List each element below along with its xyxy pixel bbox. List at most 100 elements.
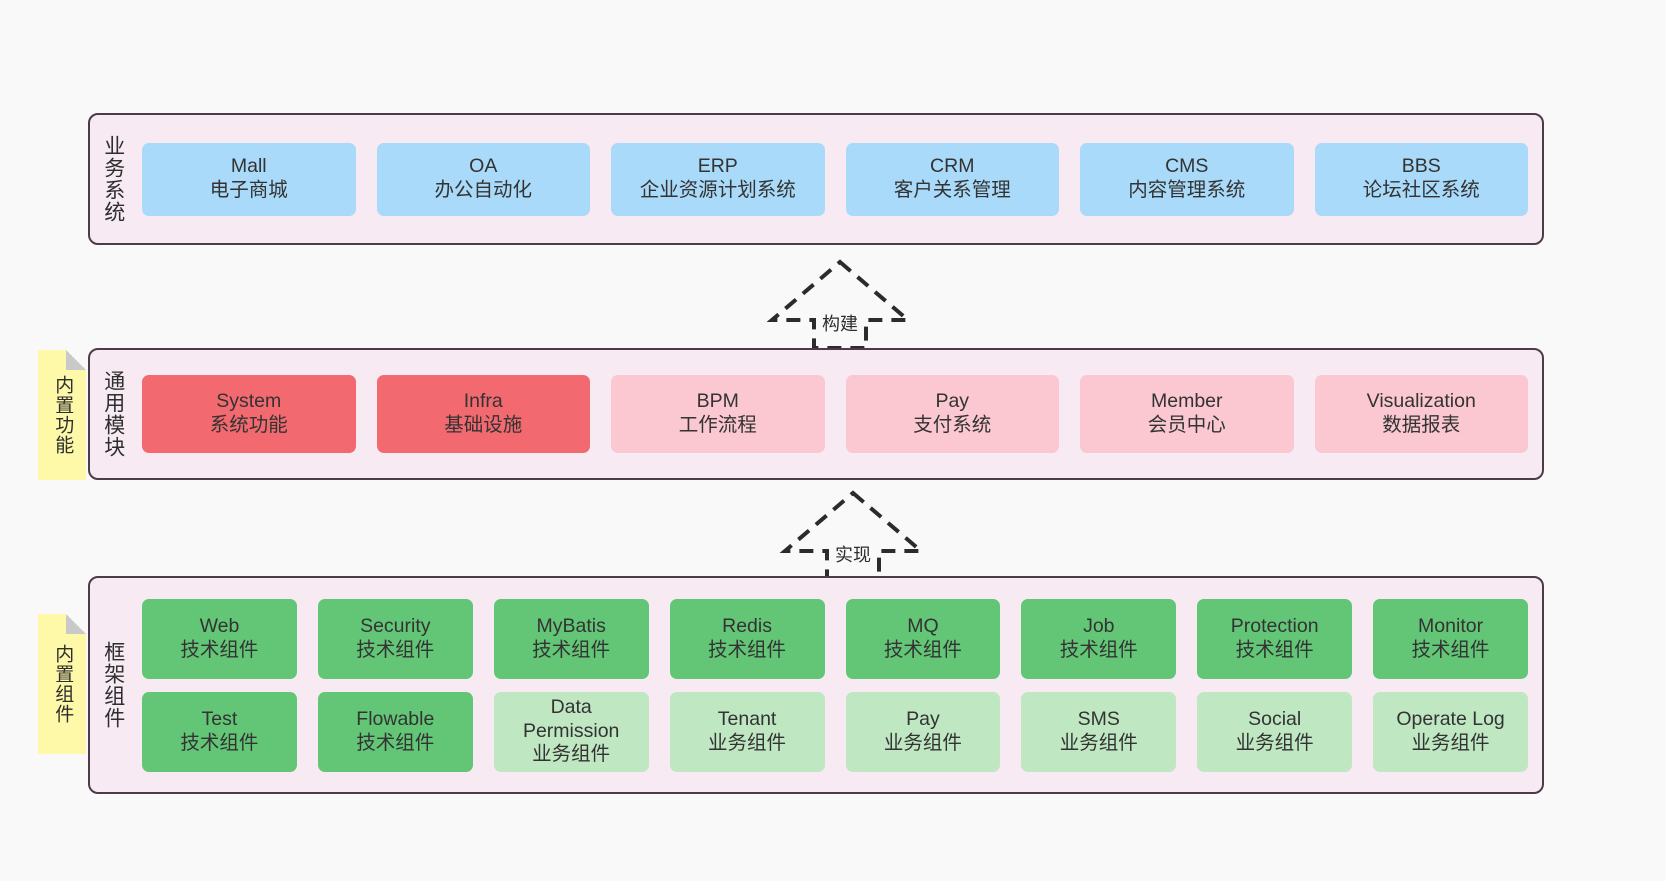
box-mall[interactable]: Mall 电子商城: [142, 142, 356, 216]
layer-body-business-system: Mall 电子商城 OA 办公自动化 ERP 企业资源计划系统 CRM 客户关系…: [136, 115, 1542, 243]
box-redis[interactable]: Redis 技术组件: [669, 598, 825, 679]
connector-implement: 实现: [778, 489, 928, 581]
sticky-note-label: 内置组件: [52, 644, 74, 724]
layer-framework-components: 框架组件 Web 技术组件 Security 技术组件 MyBatis 技术组件…: [88, 576, 1544, 794]
box-infra[interactable]: Infra 基础设施: [376, 375, 590, 453]
box-data-permission[interactable]: Data Permission 业务组件: [493, 691, 649, 772]
box-subtitle: 技术组件: [1235, 638, 1314, 661]
box-title: Test: [201, 707, 238, 730]
layer-row: System 系统功能 Infra 基础设施 BPM 工作流程 Pay 支付系统…: [142, 375, 1528, 453]
box-title: ERP: [697, 155, 738, 178]
layer-row: Mall 电子商城 OA 办公自动化 ERP 企业资源计划系统 CRM 客户关系…: [142, 142, 1528, 216]
box-tenant[interactable]: Tenant 业务组件: [669, 691, 825, 772]
box-subtitle: 业务组件: [708, 731, 787, 754]
box-job[interactable]: Job 技术组件: [1021, 598, 1177, 679]
box-title: Security: [360, 614, 431, 637]
box-sms[interactable]: SMS 业务组件: [1021, 691, 1177, 772]
box-erp[interactable]: ERP 企业资源计划系统: [611, 142, 825, 216]
box-title: Data Permission: [522, 695, 620, 742]
box-title: MQ: [907, 614, 939, 637]
box-subtitle: 技术组件: [180, 638, 259, 661]
box-crm[interactable]: CRM 客户关系管理: [845, 142, 1059, 216]
box-subtitle: 技术组件: [708, 638, 787, 661]
box-flowable[interactable]: Flowable 技术组件: [317, 691, 473, 772]
box-title: Operate Log: [1396, 707, 1505, 730]
box-bbs[interactable]: BBS 论坛社区系统: [1314, 142, 1528, 216]
box-subtitle: 业务组件: [1235, 731, 1314, 754]
box-subtitle: 系统功能: [209, 414, 288, 436]
box-subtitle: 基础设施: [444, 414, 523, 436]
box-system[interactable]: System 系统功能: [142, 375, 356, 453]
box-title: Tenant: [717, 707, 777, 730]
box-member[interactable]: Member 会员中心: [1080, 375, 1294, 453]
box-subtitle: 支付系统: [913, 414, 992, 436]
box-mybatis[interactable]: MyBatis 技术组件: [493, 598, 649, 679]
box-title: Pay: [906, 707, 940, 730]
box-social[interactable]: Social 业务组件: [1197, 691, 1353, 772]
box-title: Infra: [463, 390, 503, 413]
box-title: Pay: [935, 390, 970, 413]
box-subtitle: 会员中心: [1147, 414, 1226, 436]
box-title: CRM: [930, 155, 975, 178]
box-subtitle: 论坛社区系统: [1362, 179, 1480, 201]
box-subtitle: 客户关系管理: [893, 179, 1011, 201]
connector-build: 构建: [765, 258, 915, 350]
box-security[interactable]: Security 技术组件: [317, 598, 473, 679]
box-title: OA: [469, 155, 498, 178]
layer-row: Test 技术组件 Flowable 技术组件 Data Permission …: [142, 691, 1528, 772]
box-pay-component[interactable]: Pay 业务组件: [845, 691, 1001, 772]
box-subtitle: 技术组件: [532, 638, 611, 661]
box-title: Visualization: [1366, 390, 1476, 413]
box-subtitle: 电子商城: [209, 179, 288, 201]
box-bpm[interactable]: BPM 工作流程: [611, 375, 825, 453]
box-subtitle: 数据报表: [1382, 414, 1461, 436]
box-subtitle: 技术组件: [883, 638, 962, 661]
sticky-note-builtin-components: 内置组件: [38, 614, 86, 754]
box-title: Member: [1150, 390, 1223, 413]
layer-row: Web 技术组件 Security 技术组件 MyBatis 技术组件 Redi…: [142, 598, 1528, 679]
box-title: Protection: [1230, 614, 1319, 637]
box-title: Flowable: [356, 707, 435, 730]
dashed-hollow-arrow-icon: [779, 490, 927, 581]
layer-label-common-modules: 通用模块: [101, 370, 125, 458]
layer-body-framework-components: Web 技术组件 Security 技术组件 MyBatis 技术组件 Redi…: [136, 578, 1542, 792]
box-title: System: [216, 390, 282, 413]
box-subtitle: 业务组件: [883, 731, 962, 754]
box-title: Web: [199, 614, 240, 637]
layer-label-business-system: 业务系统: [101, 135, 125, 223]
box-title: BPM: [696, 390, 739, 413]
layer-business-system: 业务系统 Mall 电子商城 OA 办公自动化 ERP 企业资源计划系统 CRM…: [88, 113, 1544, 245]
box-title: Mall: [230, 155, 267, 178]
box-subtitle: 工作流程: [678, 414, 757, 436]
box-oa[interactable]: OA 办公自动化: [376, 142, 590, 216]
box-mq[interactable]: MQ 技术组件: [845, 598, 1001, 679]
box-title: Social: [1248, 707, 1302, 730]
sticky-note-builtin-functions: 内置功能: [38, 350, 86, 480]
box-test[interactable]: Test 技术组件: [142, 691, 297, 772]
box-subtitle: 业务组件: [532, 743, 611, 766]
box-title: CMS: [1165, 155, 1209, 178]
box-cms[interactable]: CMS 内容管理系统: [1080, 142, 1294, 216]
box-visualization[interactable]: Visualization 数据报表: [1314, 375, 1528, 453]
layer-label-framework-components: 框架组件: [101, 641, 125, 729]
box-title: Monitor: [1418, 614, 1484, 637]
box-subtitle: 业务组件: [1059, 731, 1138, 754]
box-operate-log[interactable]: Operate Log 业务组件: [1373, 691, 1528, 772]
box-web[interactable]: Web 技术组件: [142, 598, 297, 679]
box-title: Redis: [722, 614, 772, 637]
box-subtitle: 技术组件: [180, 731, 259, 754]
box-subtitle: 办公自动化: [434, 179, 532, 201]
box-pay[interactable]: Pay 支付系统: [845, 375, 1059, 453]
box-monitor[interactable]: Monitor 技术组件: [1373, 598, 1528, 679]
box-subtitle: 技术组件: [356, 731, 435, 754]
box-subtitle: 技术组件: [356, 638, 435, 661]
box-subtitle: 内容管理系统: [1128, 179, 1246, 201]
box-title: SMS: [1077, 707, 1120, 730]
box-title: Job: [1083, 614, 1115, 637]
box-subtitle: 技术组件: [1411, 638, 1490, 661]
dashed-hollow-arrow-icon: [766, 259, 914, 350]
sticky-note-label: 内置功能: [52, 375, 74, 455]
box-subtitle: 技术组件: [1059, 638, 1138, 661]
box-protection[interactable]: Protection 技术组件: [1197, 598, 1353, 679]
